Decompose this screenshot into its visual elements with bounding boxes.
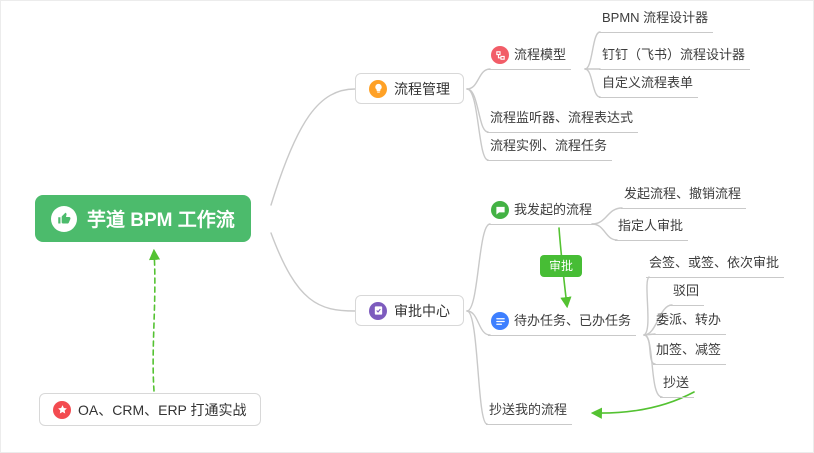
topic-label: 我发起的流程 xyxy=(514,202,593,217)
badge-label: 审批 xyxy=(549,259,574,273)
cc-flow-arrow xyxy=(590,391,695,419)
gray-branch-curves xyxy=(270,31,673,425)
note-label: OA、CRM、ERP 打通实战 xyxy=(78,401,247,418)
topic-process-model[interactable]: 流程模型 xyxy=(488,46,572,70)
topic-label: 钉钉（飞书）流程设计器 xyxy=(602,47,746,62)
root-label: 芋道 BPM 工作流 xyxy=(87,210,235,231)
topic-label: 抄送 xyxy=(663,375,690,390)
root-node[interactable]: 芋道 BPM 工作流 xyxy=(35,195,251,242)
topic-delegate-transfer[interactable]: 委派、转办 xyxy=(653,311,727,335)
topic-label: 会签、或签、依次审批 xyxy=(649,255,780,270)
topic-my-started-process[interactable]: 我发起的流程 xyxy=(488,201,598,225)
topic-add-remove-sign[interactable]: 加签、减签 xyxy=(653,341,727,365)
dashed-relation-arrow xyxy=(148,248,161,392)
topic-custom-form[interactable]: 自定义流程表单 xyxy=(599,74,699,98)
topic-label: 待办任务、已办任务 xyxy=(514,313,632,328)
topic-label: 流程监听器、流程表达式 xyxy=(490,110,634,125)
topic-start-cancel[interactable]: 发起流程、撤销流程 xyxy=(621,185,747,209)
branch-label: 审批中心 xyxy=(394,302,450,319)
topic-dingtalk-designer[interactable]: 钉钉（飞书）流程设计器 xyxy=(599,46,751,70)
topic-cc-my-process[interactable]: 抄送我的流程 xyxy=(486,401,573,425)
topic-label: 自定义流程表单 xyxy=(602,75,694,90)
topic-label: BPMN 流程设计器 xyxy=(602,10,709,25)
topic-countersign[interactable]: 会签、或签、依次审批 xyxy=(646,254,785,278)
topic-reject[interactable]: 驳回 xyxy=(670,282,705,306)
topic-label: 驳回 xyxy=(673,283,700,298)
clipboard-check-icon xyxy=(369,301,387,320)
branch-approval-center[interactable]: 审批中心 xyxy=(355,295,464,326)
topic-label: 委派、转办 xyxy=(656,312,722,327)
flow-model-icon xyxy=(491,46,509,64)
topic-assignee-approval[interactable]: 指定人审批 xyxy=(615,217,689,241)
topic-label: 流程实例、流程任务 xyxy=(490,138,608,153)
star-icon xyxy=(53,400,71,419)
approval-badge: 审批 xyxy=(540,255,583,277)
topic-label: 指定人审批 xyxy=(618,218,684,233)
branch-process-management[interactable]: 流程管理 xyxy=(355,73,464,104)
topic-label: 流程模型 xyxy=(514,47,567,62)
topic-label: 发起流程、撤销流程 xyxy=(624,186,742,201)
task-list-icon xyxy=(491,312,509,330)
lightbulb-icon xyxy=(369,79,387,98)
note-node[interactable]: OA、CRM、ERP 打通实战 xyxy=(39,393,261,426)
chat-bubble-icon xyxy=(491,201,509,219)
topic-label: 抄送我的流程 xyxy=(489,402,568,417)
topic-instance-task[interactable]: 流程实例、流程任务 xyxy=(487,137,613,161)
topic-bpmn-designer[interactable]: BPMN 流程设计器 xyxy=(599,9,714,33)
topic-label: 加签、减签 xyxy=(656,342,722,357)
thumbs-up-icon xyxy=(51,205,77,232)
topic-listener-expression[interactable]: 流程监听器、流程表达式 xyxy=(487,109,639,133)
branch-label: 流程管理 xyxy=(394,80,450,97)
topic-todo-done-tasks[interactable]: 待办任务、已办任务 xyxy=(488,312,637,336)
topic-cc[interactable]: 抄送 xyxy=(660,374,695,398)
